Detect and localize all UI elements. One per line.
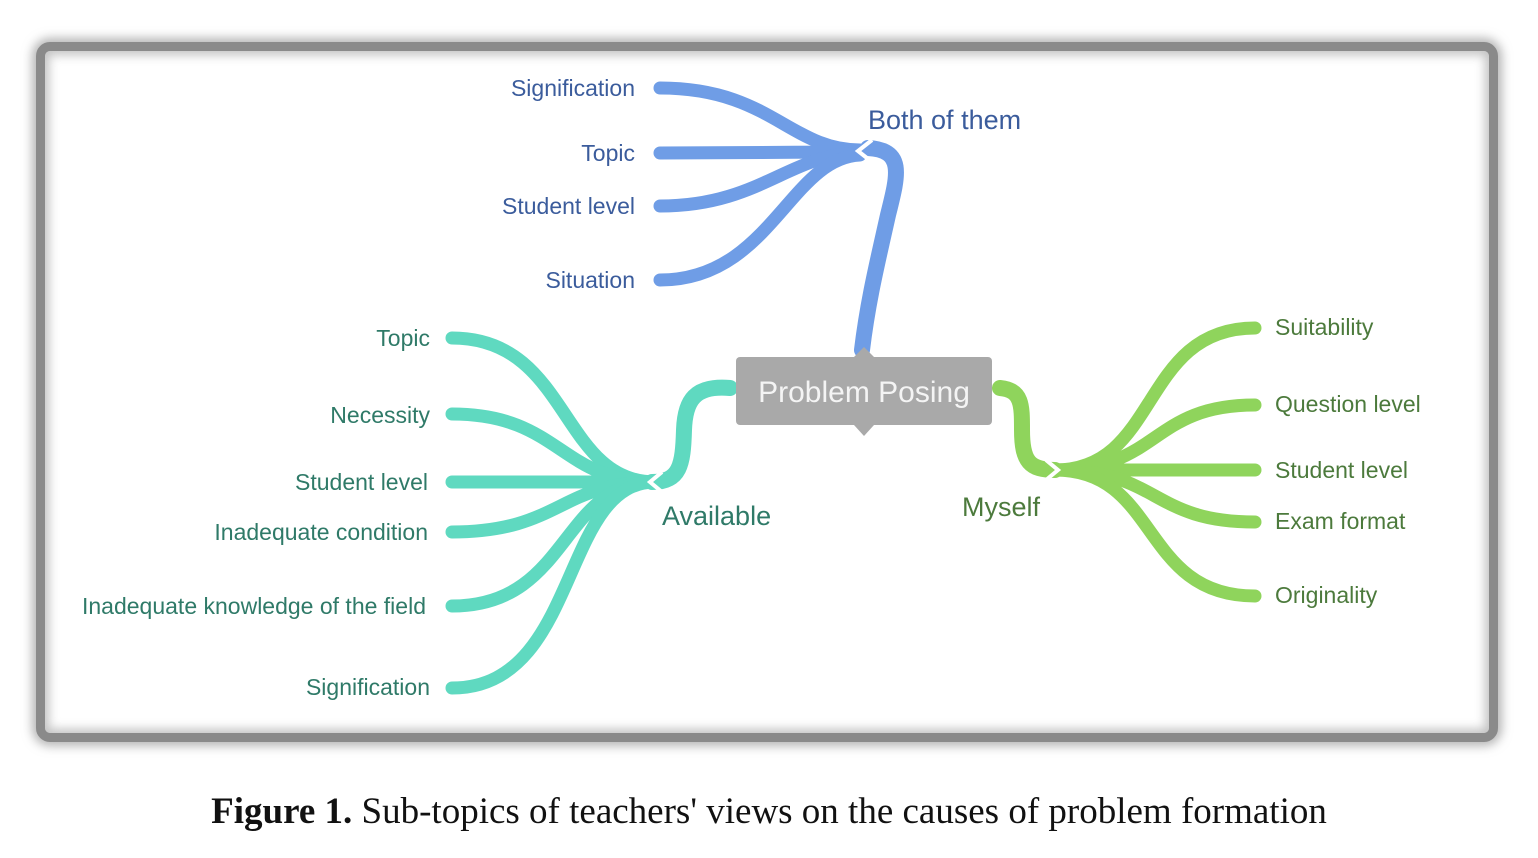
both-leaf-connectors: [653, 81, 867, 287]
both-leaf-situation[interactable]: Situation: [545, 267, 635, 293]
available-leaf-necessity[interactable]: Necessity: [330, 402, 430, 428]
connector-root-myself: [992, 380, 1063, 478]
myself-connector-suitability: [1048, 321, 1262, 477]
root-node-box: [736, 357, 992, 425]
myself-leaf-exam-format[interactable]: Exam format: [1275, 508, 1406, 534]
connector-root-available: [644, 379, 738, 490]
myself-leaf-student-level[interactable]: Student level: [1275, 457, 1408, 483]
myself-junction-cap: [1044, 458, 1062, 482]
branch-label-both[interactable]: Both of them: [868, 105, 1021, 135]
available-leaf-student-level[interactable]: Student level: [295, 469, 428, 495]
figure-number: Figure 1.: [211, 791, 353, 832]
myself-leaf-originality[interactable]: Originality: [1275, 582, 1378, 608]
figure-caption: Figure 1. Sub-topics of teachers' views …: [0, 790, 1538, 833]
both-leaves: Signification Topic Student level Situat…: [502, 75, 635, 293]
figure-caption-text: Sub-topics of teachers' views on the cau…: [361, 791, 1327, 832]
myself-leaf-question-level[interactable]: Question level: [1275, 391, 1421, 417]
root-node-top-notch: [854, 347, 874, 357]
available-leaf-topic[interactable]: Topic: [376, 325, 430, 351]
branch-label-available[interactable]: Available: [662, 501, 771, 531]
both-junction-cap: [854, 138, 874, 164]
root-node-pointer: [854, 425, 874, 436]
root-node-label: Problem Posing: [758, 376, 970, 409]
available-leaf-inadequate-knowledge[interactable]: Inadequate knowledge of the field: [82, 593, 426, 619]
myself-leaves: Suitability Question level Student level…: [1275, 314, 1421, 608]
both-leaf-signification[interactable]: Signification: [511, 75, 635, 101]
available-leaves: Topic Necessity Student level Inadequate…: [82, 325, 430, 700]
myself-connector-originality: [1048, 463, 1262, 603]
available-leaf-inadequate-condition[interactable]: Inadequate condition: [214, 519, 428, 545]
available-connector-inadequate-knowledge: [445, 475, 662, 613]
connector-root-both: [854, 140, 904, 358]
root-node[interactable]: Problem Posing: [736, 347, 992, 436]
mind-map: Problem Posing Both of them Available My…: [82, 75, 1421, 700]
available-connector-signification: [445, 475, 662, 695]
available-leaf-signification[interactable]: Signification: [306, 674, 430, 700]
branch-label-myself[interactable]: Myself: [962, 492, 1041, 522]
both-leaf-student-level[interactable]: Student level: [502, 193, 635, 219]
available-junction-cap: [646, 470, 664, 494]
available-leaf-connectors: [445, 331, 662, 695]
both-connector-situation: [653, 148, 867, 287]
myself-leaf-connectors: [1048, 321, 1262, 603]
both-leaf-topic[interactable]: Topic: [581, 140, 635, 166]
both-connector-signification: [653, 81, 867, 157]
myself-leaf-suitability[interactable]: Suitability: [1275, 314, 1374, 340]
